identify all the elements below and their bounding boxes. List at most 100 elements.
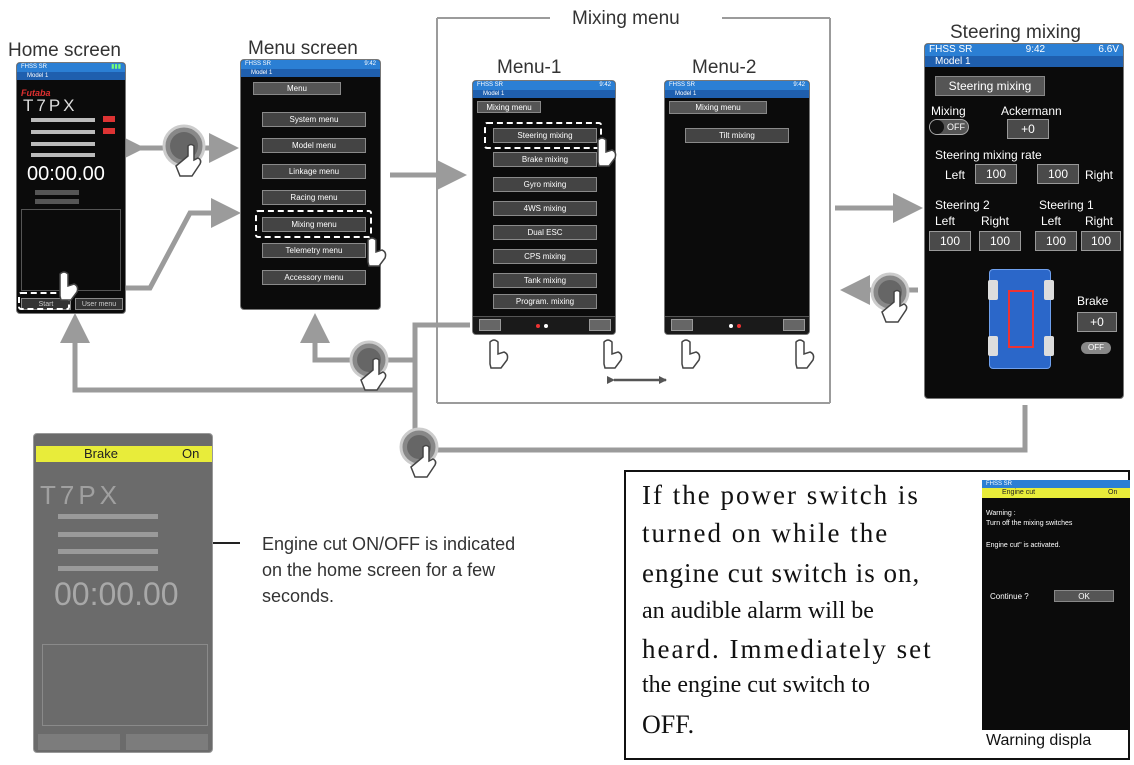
menu2-prev-button[interactable] [671, 319, 693, 331]
brake-value[interactable]: +0 [1077, 312, 1117, 332]
menu2-caption: Menu-2 [692, 57, 757, 78]
brake-toggle[interactable]: OFF [1081, 342, 1111, 354]
brake-timer: 00:00.00 [54, 576, 179, 612]
linkage-menu-button[interactable]: Linkage menu [262, 164, 366, 179]
hand-press-icon-menu1-prev [489, 339, 509, 369]
hand-press-icon-home [162, 124, 206, 177]
s2-right-value[interactable]: 100 [979, 231, 1021, 251]
warning-msg2: Turn off the mixing switches [986, 520, 1073, 527]
tank-mixing-button[interactable]: Tank mixing [493, 273, 597, 288]
wheel-icon [988, 336, 998, 356]
telemetry-menu-button[interactable]: Telemetry menu [262, 243, 366, 258]
page-dot [729, 324, 733, 328]
steering-model-bar: Model 1 [925, 56, 1123, 67]
tilt-mixing-button[interactable]: Tilt mixing [685, 128, 789, 143]
warning-line3: engine cut switch is on, [642, 558, 921, 588]
steering-mixing-button[interactable]: Steering mixing [493, 128, 597, 143]
mixing-menu-highlight [255, 210, 372, 238]
timer-bar-2 [35, 199, 79, 204]
hand-press-icon-menu1-next [603, 339, 623, 369]
timer-bar-1 [35, 190, 79, 195]
hand-press-icon-menu2-next [795, 339, 815, 369]
warning-line1: If the power switch is [642, 480, 920, 510]
s2-left-label: Left [935, 214, 956, 228]
menu1-prev-button[interactable] [479, 319, 501, 331]
s2-right-label: Right [981, 214, 1010, 228]
car-illustration [988, 269, 1054, 369]
menu-screen-caption: Menu screen [248, 38, 358, 59]
home-timer: 00:00.00 [27, 163, 105, 185]
warning-ok-button[interactable]: OK [1054, 590, 1114, 602]
home-screen: FHSS SR▮▮▮ Model 1 Futaba T7PX 00:00.00 … [16, 62, 126, 314]
warning-panel: If the power switch is turned on while t… [624, 470, 1130, 760]
ackermann-label: Ackermann [1001, 104, 1062, 118]
engine-cut-note-line1: Engine cut ON/OFF is indicated [262, 534, 516, 554]
arrow-steering-to-home [412, 392, 1028, 453]
continue-label: Continue ? [990, 592, 1029, 601]
menu2-title: Mixing menu [669, 101, 767, 114]
brake-device-name: T7PX [40, 480, 122, 510]
trim-badge-2 [103, 128, 115, 134]
4ws-mixing-button[interactable]: 4WS mixing [493, 201, 597, 216]
rate-right-value[interactable]: 100 [1037, 164, 1079, 184]
cps-mixing-button[interactable]: CPS mixing [493, 249, 597, 264]
dual-esc-button[interactable]: Dual ESC [493, 225, 597, 240]
s1-right-value[interactable]: 100 [1081, 231, 1121, 251]
trim-bar-3 [31, 142, 95, 146]
trim-badge-1 [103, 116, 115, 122]
ackermann-value[interactable]: +0 [1007, 119, 1049, 139]
steering2-label: Steering 2 [935, 198, 990, 212]
mixing-menu-button[interactable]: Mixing menu [262, 217, 366, 232]
menu1-model-bar: Model 1 [473, 90, 615, 98]
warning-line5: heard. Immediately set [642, 634, 933, 664]
accessory-menu-button[interactable]: Accessory menu [262, 270, 366, 285]
engine-cut-note-line3: seconds. [262, 586, 335, 606]
brake-label: Brake [1077, 294, 1109, 308]
warning-engine-cut-header: Engine cut On [982, 488, 1130, 498]
brake-header-right: On [182, 446, 200, 461]
brake-trim-bar [58, 514, 158, 519]
trim-bar-4 [31, 153, 95, 157]
menu-title: Menu [253, 82, 341, 95]
mixing-toggle-text: OFF [947, 122, 965, 132]
wheel-icon [988, 280, 998, 300]
hand-press-icon-mixing [367, 237, 387, 267]
racing-menu-button[interactable]: Racing menu [262, 190, 366, 205]
brake-header-left: Brake [84, 446, 118, 461]
brake-mixing-button[interactable]: Brake mixing [493, 152, 597, 167]
brake-info-panel [42, 644, 208, 726]
s1-left-value[interactable]: 100 [1035, 231, 1077, 251]
page-dot-active [536, 324, 540, 328]
arrow-back-to-home [60, 313, 418, 393]
s2-left-value[interactable]: 100 [929, 231, 971, 251]
warning-line6: the engine cut switch to [642, 672, 870, 698]
chassis-icon [1008, 290, 1034, 348]
menu1-title: Mixing menu [477, 101, 541, 113]
rate-left-value[interactable]: 100 [975, 164, 1017, 184]
gyro-mixing-button[interactable]: Gyro mixing [493, 177, 597, 192]
home-user-menu-button[interactable]: User menu [75, 298, 123, 310]
steering-title: Steering mixing [935, 76, 1045, 96]
brake-trim-bar [58, 566, 158, 571]
engine-cut-note-line2: on the home screen for a few [262, 560, 496, 580]
engine-cut-label: Engine cut [1002, 489, 1036, 496]
warning-status-bar: FHSS SR [982, 480, 1130, 488]
hand-press-icon-back [349, 340, 389, 391]
home-model-bar: Model 1 [17, 72, 125, 80]
hand-press-icon-bottom [399, 427, 439, 478]
hand-press-icon-steering [597, 137, 617, 167]
menu2-next-button[interactable] [783, 319, 805, 331]
rate-label: Steering mixing rate [935, 148, 1042, 162]
model-menu-button[interactable]: Model menu [262, 138, 366, 153]
warning-line2: turned on while the [642, 518, 890, 548]
program-mixing-button[interactable]: Program. mixing [493, 294, 597, 309]
mixing-toggle[interactable]: OFF [929, 119, 969, 135]
menu1-next-button[interactable] [589, 319, 611, 331]
system-menu-button[interactable]: System menu [262, 112, 366, 127]
hand-press-icon-menu2-prev [681, 339, 701, 369]
device-name: T7PX [23, 96, 78, 115]
